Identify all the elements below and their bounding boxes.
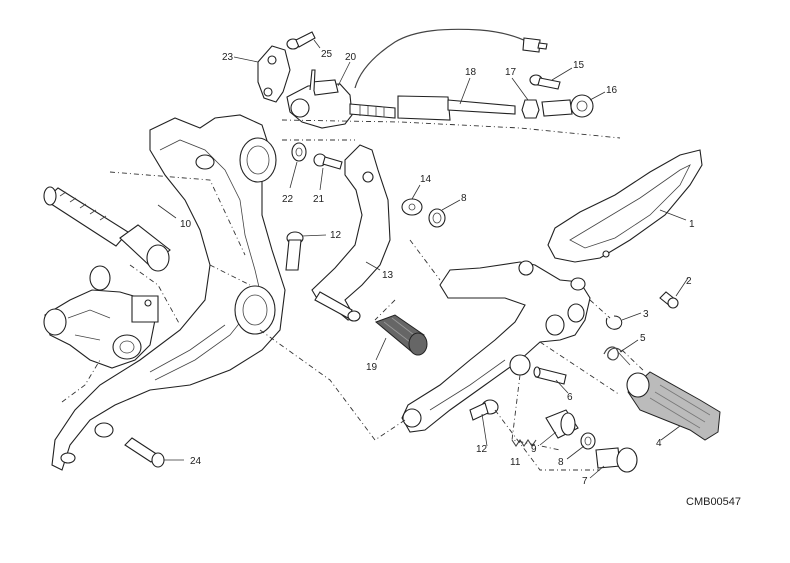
spindle-part-10	[43, 186, 171, 272]
callout-8-lower: 8	[558, 457, 564, 468]
callout-4: 4	[656, 438, 662, 449]
rod-end-part-16	[541, 94, 594, 118]
callout-1: 1	[689, 219, 695, 230]
callout-2: 2	[686, 276, 692, 287]
callout-23: 23	[222, 52, 234, 63]
circlip-part-8-lower	[580, 432, 596, 450]
frame-boss-pivot	[234, 285, 276, 335]
callout-19: 19	[366, 362, 378, 373]
callout-18: 18	[465, 67, 477, 78]
bolt-part-25	[286, 31, 316, 50]
circlip-part-8-upper	[428, 208, 446, 228]
frame-boss-top	[239, 137, 277, 183]
bolt-part-24	[124, 437, 165, 468]
callout-7: 7	[582, 476, 588, 487]
callout-3: 3	[643, 309, 649, 320]
bolt-part-12-right	[469, 399, 499, 421]
callout-21: 21	[313, 194, 325, 205]
callout-25: 25	[321, 49, 333, 60]
callout-10: 10	[180, 219, 192, 230]
callout-9: 9	[531, 444, 537, 455]
washer-part-22	[291, 142, 307, 162]
nut-part-17	[521, 99, 540, 119]
callout-13: 13	[382, 270, 394, 281]
bolt-part-7	[595, 447, 638, 473]
bolt-part-15	[529, 74, 561, 90]
left-bracket-assembly	[43, 265, 159, 369]
callout-17: 17	[505, 67, 517, 78]
diagram-code: CMB00547	[686, 496, 741, 508]
leader-lines	[157, 39, 689, 479]
brake-lever-part-13	[311, 144, 391, 322]
bolt-part-12-left	[285, 231, 304, 271]
callout-11: 11	[510, 457, 521, 468]
rubber-part-19	[375, 314, 428, 356]
heel-guard-part-1	[547, 149, 703, 263]
clip-part-3	[605, 315, 623, 330]
callout-24: 24	[190, 456, 202, 467]
frame-plate	[51, 114, 286, 471]
callout-12-left: 12	[330, 230, 342, 241]
assembly-lines	[61, 119, 646, 471]
master-cylinder-part-20	[286, 69, 396, 129]
bushing-part-9	[545, 409, 579, 439]
callouts: 1 2 3 4 5 6 7 8 8 9 10 11 12 12 13 14 15…	[180, 49, 695, 487]
spring-part-5	[603, 346, 631, 366]
callout-15: 15	[573, 60, 585, 71]
callout-16: 16	[606, 85, 618, 96]
callout-12-right: 12	[476, 444, 488, 455]
bolt-part-2	[659, 291, 679, 309]
bracket-part-23	[257, 45, 291, 103]
footpeg-part-4	[626, 371, 721, 441]
pushrod-part-18	[397, 95, 516, 121]
callout-5: 5	[640, 333, 646, 344]
bolt-part-21	[313, 153, 343, 170]
callout-8-upper: 8	[461, 193, 467, 204]
callout-20: 20	[345, 52, 357, 63]
callout-14: 14	[420, 174, 432, 185]
washer-part-14	[401, 198, 423, 216]
pin-part-6	[533, 366, 567, 385]
cable-part-20	[354, 28, 548, 89]
footpeg-bracket-right	[401, 260, 591, 433]
callout-22: 22	[282, 194, 294, 205]
spring-part-11	[511, 439, 537, 447]
callout-6: 6	[567, 392, 573, 403]
